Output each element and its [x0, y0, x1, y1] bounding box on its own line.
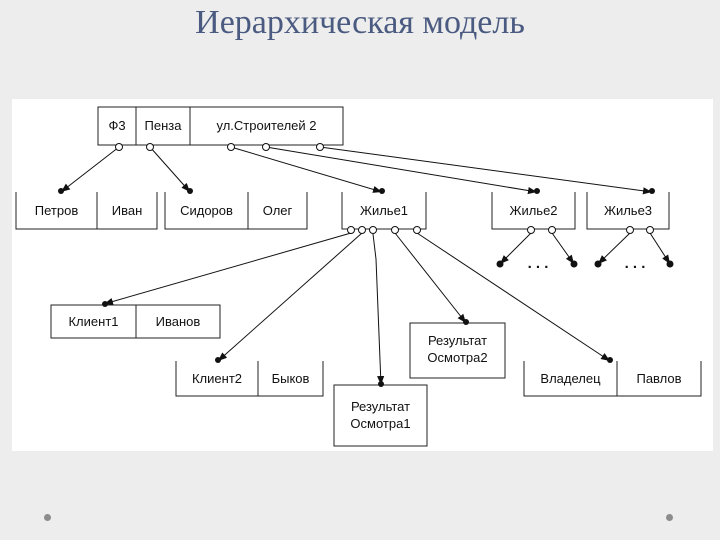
- zhile1-pointer: [369, 226, 377, 234]
- record-petrov-name: Иван: [111, 203, 143, 218]
- ellipsis-zhile2: . . .: [527, 255, 549, 272]
- zhile1-pointer: [391, 226, 399, 234]
- arrow-to-owner: [416, 232, 611, 362]
- slide-title: Иерархическая модель: [195, 4, 525, 41]
- arrow-to-client1: [103, 232, 352, 305]
- record-result2-line1: Результат: [427, 333, 488, 348]
- zhile3-pointer: [626, 226, 634, 234]
- zhile3-pointer: [646, 226, 654, 234]
- record-petrov-frame: [15, 192, 158, 230]
- arrow-to-result1: [375, 258, 385, 386]
- arrow-zhile2-left: [499, 232, 532, 265]
- arrow-to-zhile2: [265, 146, 538, 195]
- root-pointer: [115, 143, 123, 151]
- record-petrov-surname: Петров: [34, 203, 79, 218]
- arrow-zhile3-right: [649, 232, 671, 265]
- arrow-to-client2: [217, 232, 363, 362]
- arrow-to-petrov: [60, 146, 120, 193]
- record-client2-label: Клиент2: [191, 371, 242, 386]
- record-client1-label: Клиент1: [68, 314, 119, 329]
- arrow-to-zhile1: [230, 146, 383, 193]
- record-result2-box: [409, 322, 506, 379]
- arrow-to-zhile3: [319, 146, 653, 195]
- record-zhile1-label: Жилье1: [359, 203, 409, 218]
- corner-dot-right: [666, 514, 673, 521]
- zhile1-pointer: [347, 226, 355, 234]
- record-owner-label: Владелец: [540, 371, 601, 386]
- root-pointer: [316, 143, 324, 151]
- record-sidorov-name: Олег: [262, 203, 293, 218]
- root-cell-3: ул.Строителей 2: [216, 118, 317, 133]
- corner-dot-left: [44, 514, 51, 521]
- zhile1-pointer: [413, 226, 421, 234]
- record-owner-frame: [523, 361, 702, 397]
- record-client1-name: Иванов: [155, 314, 201, 329]
- hierarchy-diagram: Ф3 Пенза ул.Строителей 2 Петров Иван Сид…: [12, 99, 713, 451]
- root-record-box: [97, 106, 344, 146]
- arrow-zhile2-right: [551, 232, 575, 265]
- record-result2-label: Результат Осмотра2: [410, 332, 505, 366]
- root-cell-2: Пенза: [144, 118, 182, 133]
- zhile2-pointer: [548, 226, 556, 234]
- arrow-to-result2: [394, 232, 467, 324]
- record-result1-line1: Результат: [350, 399, 411, 414]
- root-cell-1: Ф3: [108, 118, 126, 133]
- record-owner-name: Павлов: [636, 371, 682, 386]
- record-client2-frame: [175, 361, 324, 397]
- arrow-to-sidorov: [149, 146, 191, 193]
- record-zhile3-label: Жилье3: [603, 203, 653, 218]
- ellipsis-zhile3: . . .: [624, 255, 646, 272]
- root-pointer: [227, 143, 235, 151]
- record-zhile2-label: Жилье2: [509, 203, 558, 218]
- root-pointer: [262, 143, 270, 151]
- record-result1-label: Результат Осмотра1: [334, 398, 427, 432]
- root-pointer: [146, 143, 154, 151]
- arrow-zhile3-left: [597, 232, 631, 265]
- diagram-lines: [15, 106, 702, 447]
- record-sidorov-frame: [164, 192, 308, 230]
- record-sidorov-surname: Сидоров: [180, 203, 233, 218]
- record-zhile1-frame: [341, 192, 427, 230]
- record-result1-line2: Осмотра1: [350, 416, 411, 431]
- record-client2-name: Быков: [271, 371, 310, 386]
- zhile2-pointer: [527, 226, 535, 234]
- zhile1-pointer: [358, 226, 366, 234]
- record-result2-line2: Осмотра2: [427, 350, 488, 365]
